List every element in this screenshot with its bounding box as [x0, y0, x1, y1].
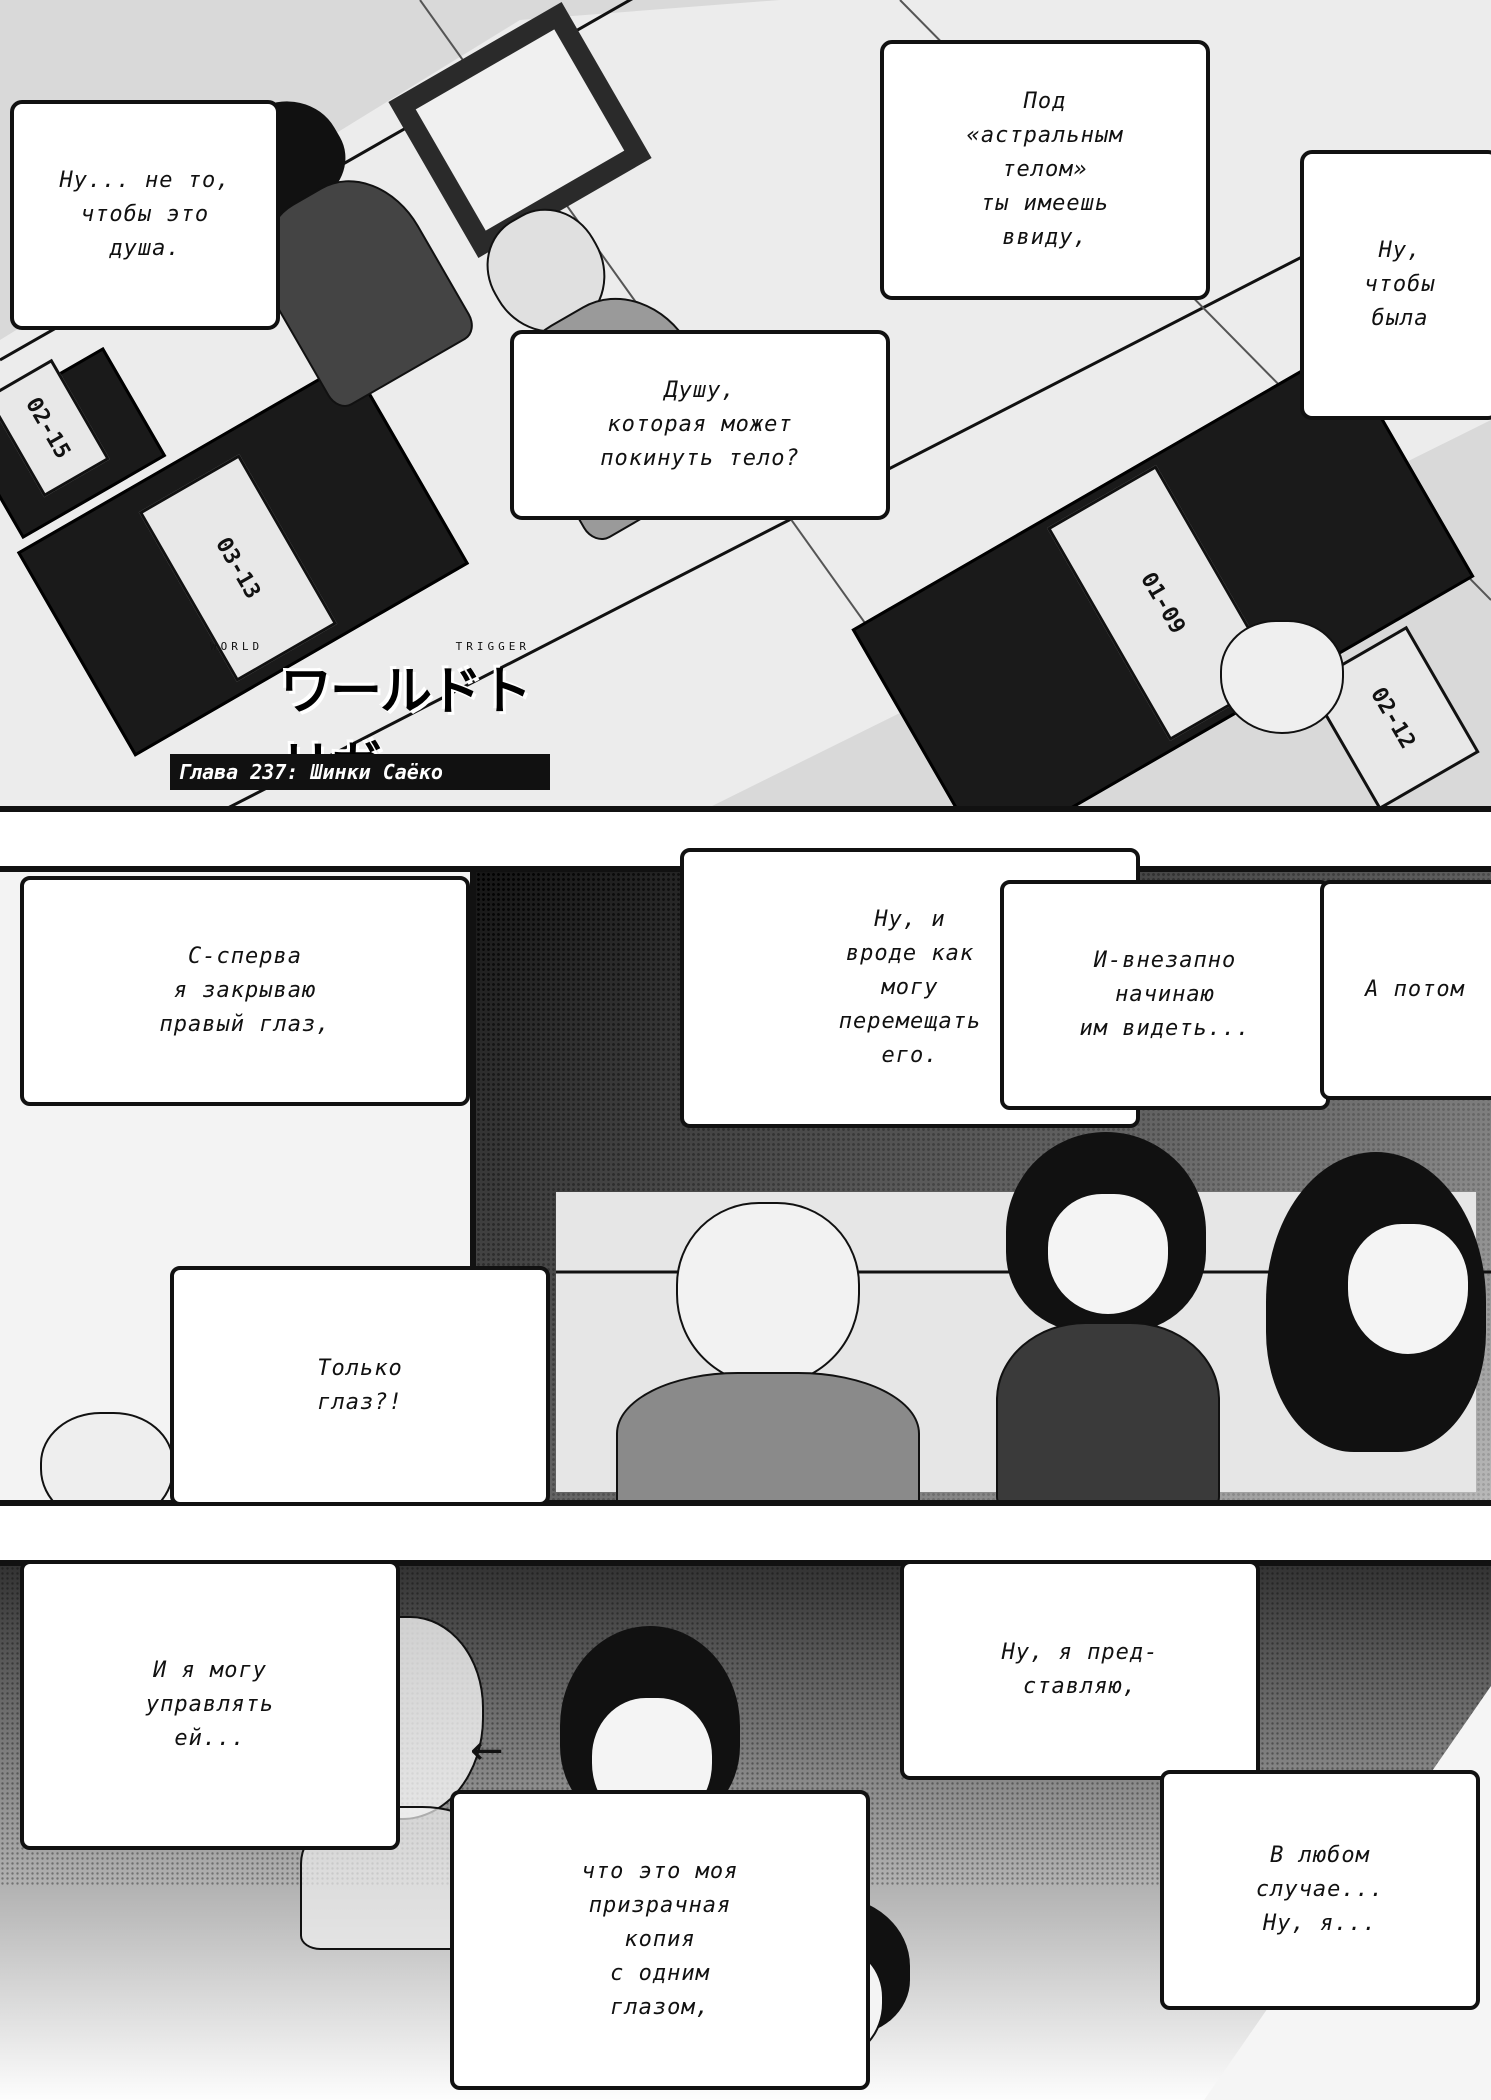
- speech-bubble-not-soul: Ну... не то, чтобы это душа.: [10, 100, 280, 330]
- arrow-icon: ←: [470, 1728, 504, 1774]
- character-curly-hair-small: [20, 1402, 190, 1500]
- chapter-title: Глава 237: Шинки Саёко: [170, 754, 550, 790]
- panel-classroom: 02-15 03-13 01-09 02-12 Ну... не то, что…: [0, 0, 1491, 812]
- speech-bubble-and-then: А потом: [1320, 880, 1491, 1100]
- speech-bubble-first-close-eye: С-сперва я закрываю правый глаз,: [20, 876, 470, 1106]
- speech-bubble-suddenly-see: И-внезапно начинаю им видеть...: [1000, 880, 1330, 1110]
- speech-bubble-so-that: Ну, чтобы была: [1300, 150, 1491, 420]
- logo-top-text: WORLD TRIGGER: [210, 640, 530, 653]
- speech-bubble-only-eye: Только глаз?!: [170, 1266, 550, 1506]
- character-bottom-right: [1200, 620, 1360, 780]
- speech-bubble-leave-body: Душу, которая может покинуть тело?: [510, 330, 890, 520]
- logo-trigger: TRIGGER: [455, 640, 530, 653]
- speech-bubble-astral-body: Под «астральным телом» ты имеешь ввиду,: [880, 40, 1210, 300]
- speech-bubble-anyway: В любом случае... Ну, я...: [1160, 1770, 1480, 2010]
- speech-bubble-ghost-copy: что это моя призрачная копия с одним гла…: [450, 1790, 870, 2090]
- character-long-hair-right: [1256, 1152, 1491, 1500]
- speech-bubble-control-her: И я могу управлять ей...: [20, 1560, 400, 1850]
- title-block: WORLD TRIGGER ワールドトリガー Глава 237: Шинки …: [170, 640, 570, 800]
- speech-bubble-imagine: Ну, я пред- ставляю,: [900, 1560, 1260, 1780]
- character-dark-hair-middle: [996, 1132, 1220, 1500]
- character-curly-hair: [616, 1202, 920, 1500]
- logo-world: WORLD: [210, 640, 264, 653]
